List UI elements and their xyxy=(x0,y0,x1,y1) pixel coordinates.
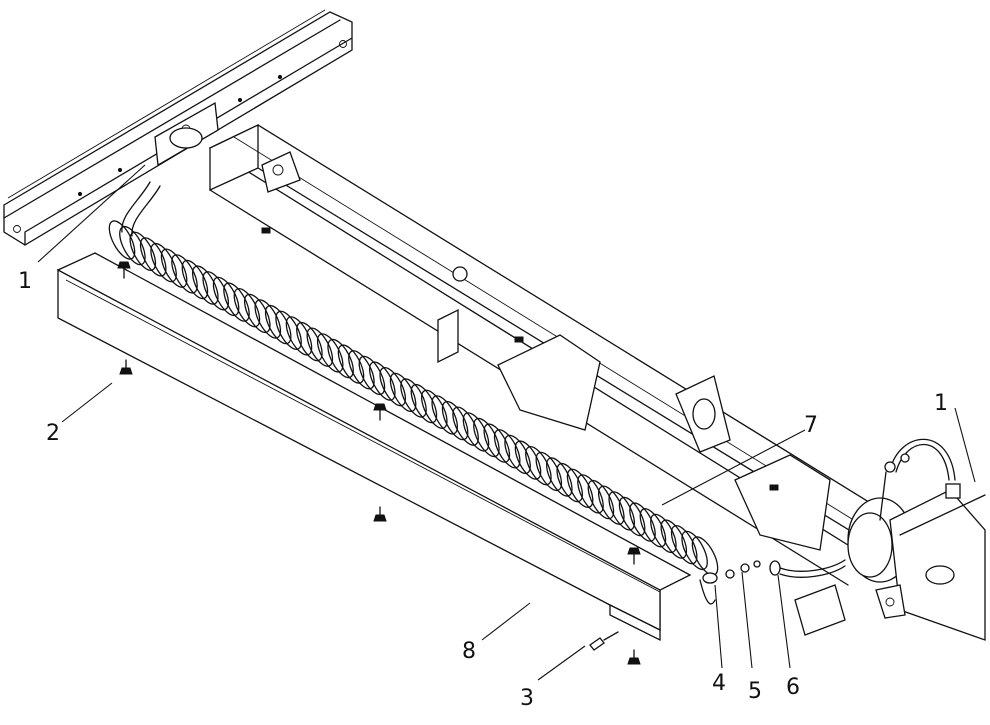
leader-lines xyxy=(37,164,976,681)
bolt xyxy=(373,506,387,522)
cover-panel xyxy=(56,252,692,642)
callout-2: 2 xyxy=(46,421,60,446)
callout-1-left: 1 xyxy=(18,269,32,294)
rear-hitch-assembly xyxy=(794,438,986,641)
coil-turn xyxy=(243,293,271,334)
coil-turn xyxy=(441,400,469,441)
fasteners xyxy=(117,261,641,665)
coil-turn xyxy=(150,242,177,283)
callout-8: 8 xyxy=(462,639,476,664)
bolt xyxy=(117,261,131,279)
coil-turn xyxy=(139,237,167,277)
coil-turn xyxy=(233,288,261,328)
coil-turn xyxy=(639,508,667,548)
callout-1-right: 1 xyxy=(934,391,948,416)
callout-7: 7 xyxy=(804,413,818,438)
bolt xyxy=(627,649,641,665)
coil-turn xyxy=(629,502,656,542)
hanging-brackets xyxy=(261,227,831,551)
callout-5: 5 xyxy=(748,679,762,704)
coil-turn xyxy=(691,536,719,576)
coil-turn xyxy=(431,395,459,435)
callout-3: 3 xyxy=(520,686,534,711)
hose-fittings xyxy=(699,559,846,605)
bolt xyxy=(119,359,133,375)
bolt xyxy=(627,547,641,565)
callout-4: 4 xyxy=(712,671,726,696)
callout-labels: 1 1 2 3 4 5 6 7 8 xyxy=(18,269,948,711)
callout-6: 6 xyxy=(786,675,800,700)
screw xyxy=(589,631,619,651)
bolt xyxy=(373,403,387,421)
coil-turn xyxy=(337,344,365,384)
coil-turn xyxy=(525,446,552,486)
coil-turn xyxy=(535,451,563,492)
coil-turn xyxy=(348,350,375,390)
coil-turn xyxy=(681,530,708,571)
